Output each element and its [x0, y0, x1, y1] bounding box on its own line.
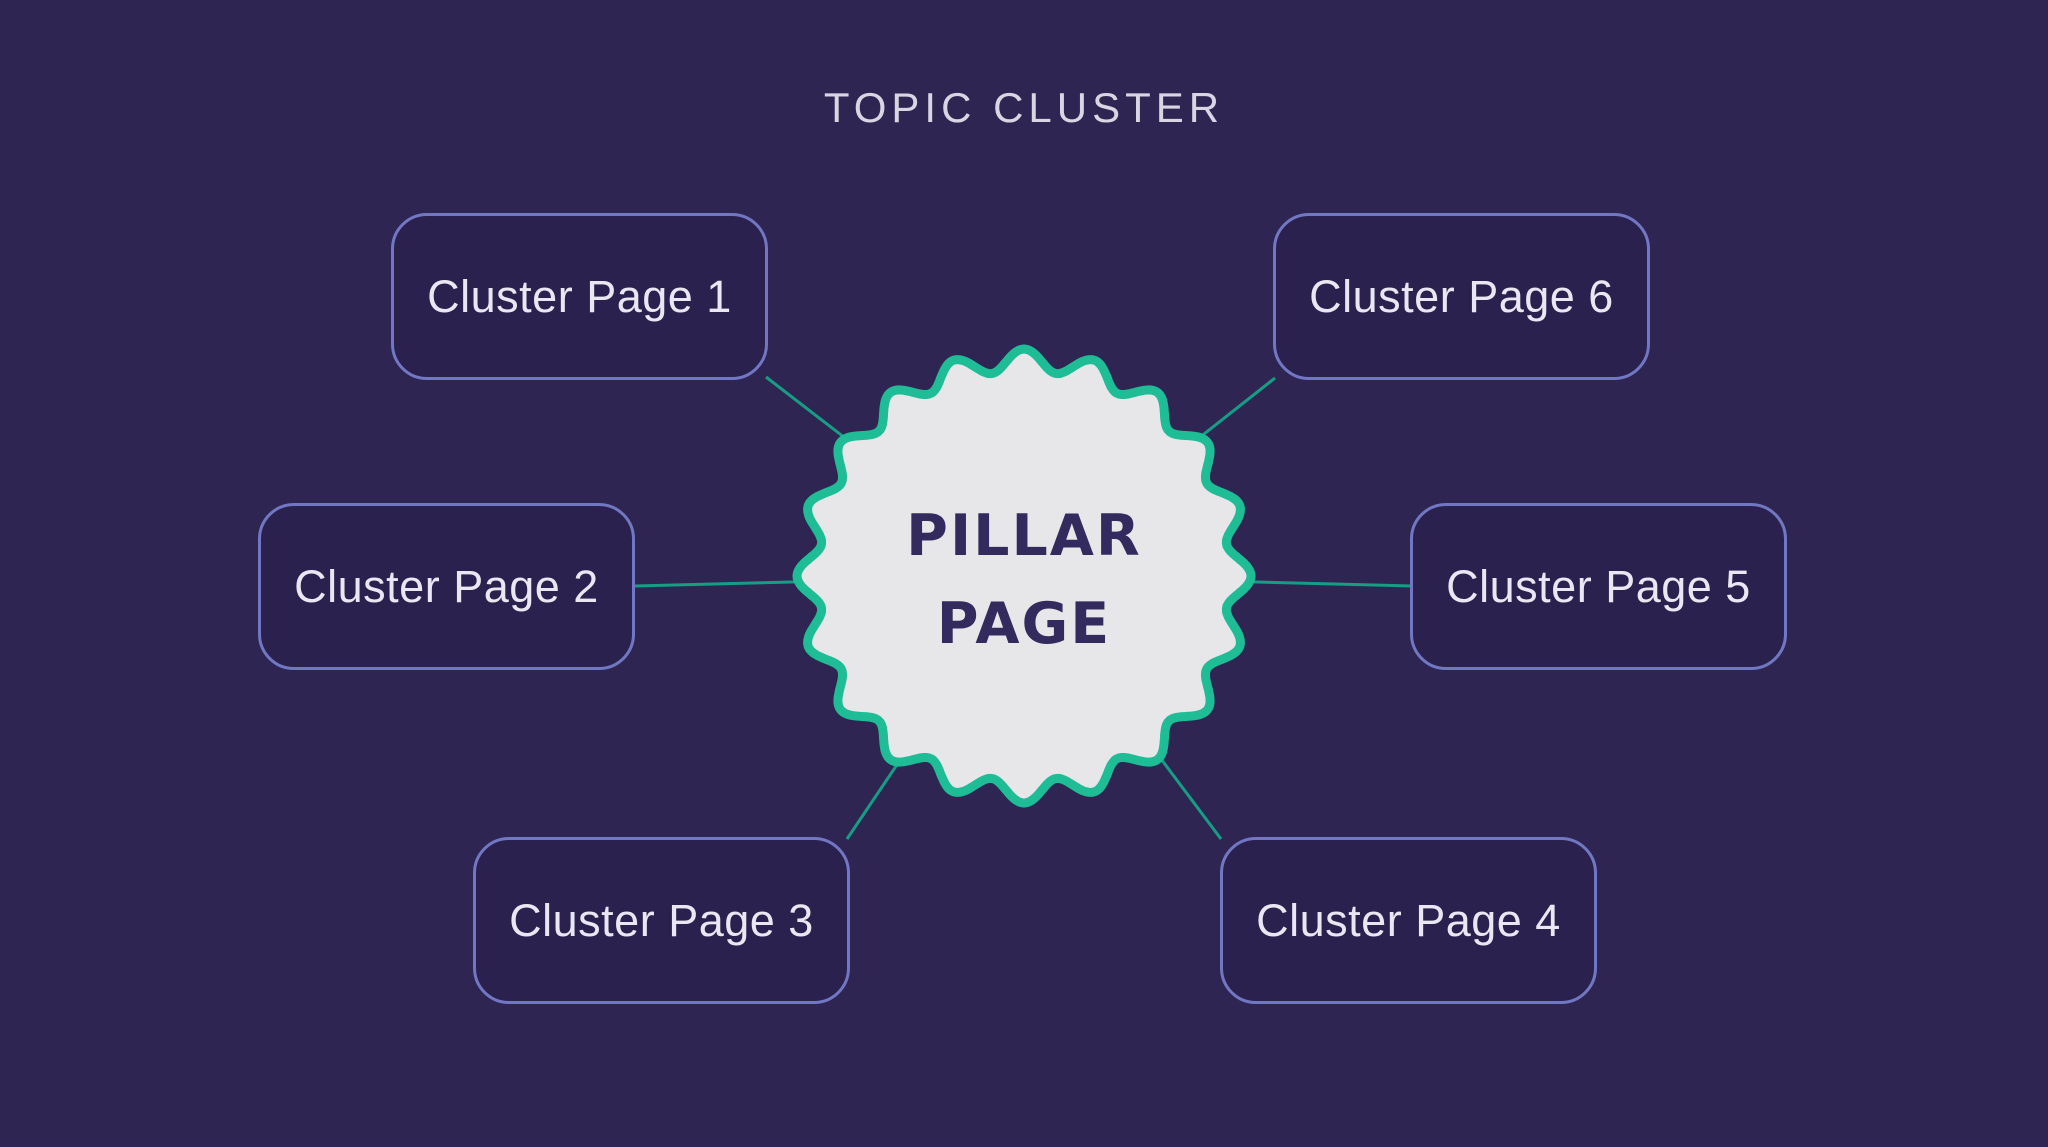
pillar-page-label: PILLAR PAGE — [906, 502, 1142, 657]
cluster-page-3-node: Cluster Page 3 — [473, 837, 850, 1004]
cluster-page-6-label: Cluster Page 6 — [1309, 270, 1614, 322]
cluster-page-4-node: Cluster Page 4 — [1220, 837, 1597, 1004]
cluster-page-2-label: Cluster Page 2 — [294, 560, 599, 612]
cluster-page-6-node: Cluster Page 6 — [1273, 213, 1650, 380]
cluster-page-4-label: Cluster Page 4 — [1256, 894, 1561, 946]
pillar-badge-shape — [792, 344, 1256, 808]
cluster-page-5-node: Cluster Page 5 — [1410, 503, 1787, 670]
cluster-page-1-node: Cluster Page 1 — [391, 213, 768, 380]
cluster-page-2-node: Cluster Page 2 — [258, 503, 635, 670]
cluster-page-5-label: Cluster Page 5 — [1446, 560, 1751, 612]
cluster-page-3-label: Cluster Page 3 — [509, 894, 814, 946]
diagram-title: TOPIC CLUSTER — [823, 84, 1225, 131]
cluster-page-1-label: Cluster Page 1 — [427, 270, 732, 322]
